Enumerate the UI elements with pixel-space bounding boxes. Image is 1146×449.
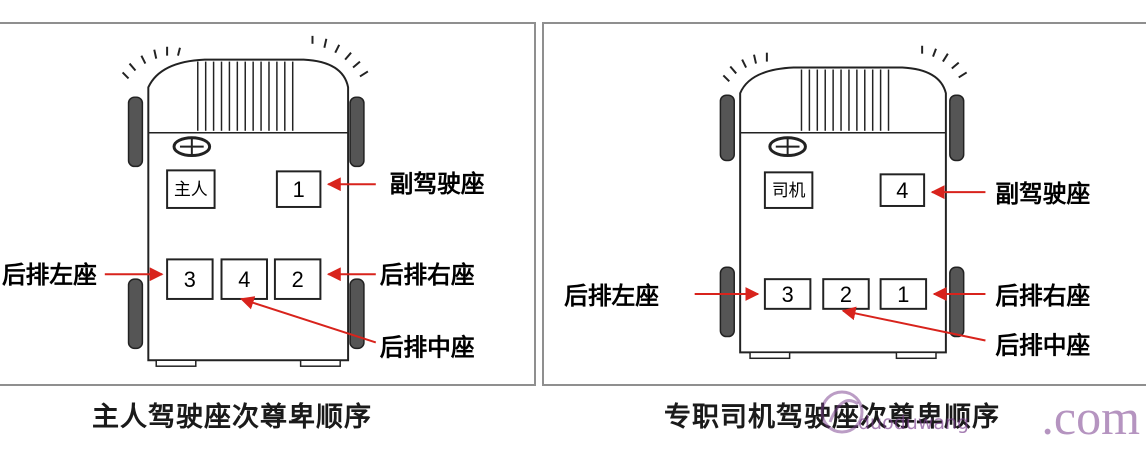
site-watermark: duoduwang .com [812, 376, 1146, 449]
watermark-logo-icon [820, 390, 864, 434]
headlight-rays-right [921, 45, 968, 79]
callout-rear-middle: 后排中座 [380, 333, 475, 361]
rear-left-seat-number: 3 [782, 282, 794, 307]
headlight-rays-right [311, 35, 369, 78]
wheels [719, 94, 965, 338]
callout-rear-left: 后排左座 [2, 261, 97, 289]
callout-rear-right: 后排右座 [380, 261, 475, 289]
steering-wheel-icon [172, 136, 212, 158]
watermark-tld: .com [1041, 389, 1140, 445]
rear-right-seat-number: 1 [897, 282, 909, 307]
watermark-domain: duoduwang [858, 412, 970, 434]
front-passenger-seat-number: 1 [293, 177, 305, 202]
rear-left-seat [166, 258, 214, 300]
rear-right-seat [273, 258, 322, 300]
owner-driving-car-diagram: 主人 1 3 4 2 副驾驶座 后排左座 后排右座 后排中座 [2, 35, 485, 367]
wheels [127, 96, 365, 350]
steering-wheel-icon [768, 136, 807, 158]
arrow-rear-middle [841, 306, 986, 342]
rear-right-seat [879, 278, 928, 310]
driver-seat [166, 169, 216, 209]
engine-grille [197, 61, 294, 131]
chauffeur-driving-car-diagram: 司机 4 3 2 1 副驾驶座 后排左座 后排右座 后排中座 [564, 45, 1090, 359]
front-passenger-seat [879, 173, 926, 207]
callout-front-passenger: 副驾驶座 [995, 180, 1090, 208]
headlight-rays-left [121, 46, 181, 80]
front-passenger-seat [275, 170, 322, 208]
callout-rear-right: 后排右座 [995, 282, 1090, 310]
driver-seat-label: 司机 [772, 180, 806, 200]
rear-left-seat-number: 3 [184, 267, 196, 292]
front-passenger-seat-number: 4 [896, 178, 908, 203]
arrow-rear-middle [239, 296, 377, 344]
caption-owner-driving: 主人驾驶座次尊卑顺序 [92, 402, 372, 433]
callout-rear-left: 后排左座 [564, 282, 659, 310]
engine-grille [800, 69, 890, 131]
rear-middle-seat-number: 2 [840, 282, 852, 307]
headlight-rays-left [722, 52, 768, 83]
chauffeur-driving-panel: 司机 4 3 2 1 副驾驶座 后排左座 后排右座 后排中座 [542, 22, 1146, 386]
callout-rear-middle: 后排中座 [995, 331, 1090, 359]
rear-right-seat-number: 2 [292, 267, 304, 292]
owner-driving-panel: 主人 1 3 4 2 副驾驶座 后排左座 后排右座 后排中座 [0, 22, 536, 386]
rear-left-seat [763, 278, 812, 310]
car-body [147, 58, 350, 362]
rear-middle-seat-number: 4 [238, 267, 250, 292]
callout-front-passenger: 副驾驶座 [390, 170, 485, 198]
driver-seat-label: 主人 [174, 179, 208, 199]
driver-seat [763, 171, 814, 209]
